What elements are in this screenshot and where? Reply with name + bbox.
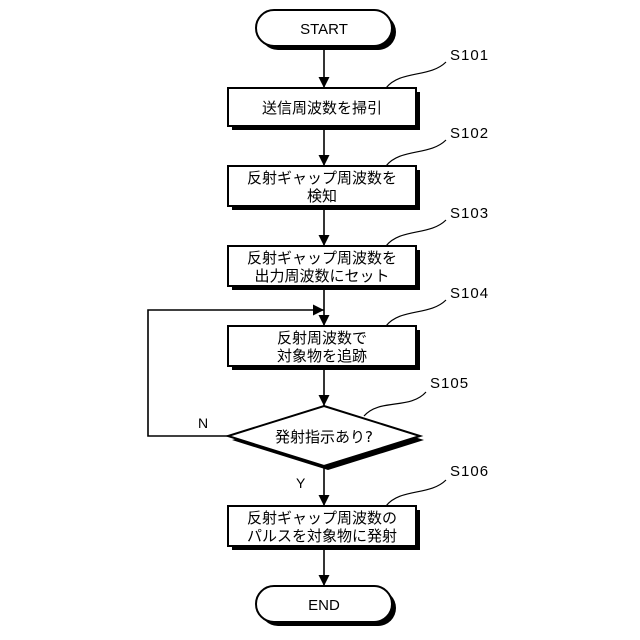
leader-s105 — [364, 392, 426, 416]
step-s101-text: 送信周波数を掃引 — [262, 99, 382, 117]
ref-s102: S102 — [450, 125, 489, 142]
leader-s102 — [386, 140, 446, 166]
step-s102-line2: 検知 — [307, 187, 337, 205]
process-step-s103: 反射ギャップ周波数を 出力周波数にセット — [228, 246, 420, 290]
leader-s101 — [386, 62, 446, 88]
leader-s103 — [386, 220, 446, 246]
no-label: N — [198, 415, 208, 431]
start-terminator: START — [256, 10, 396, 50]
leader-s106 — [386, 480, 446, 506]
process-step-s104: 反射周波数で 対象物を追跡 — [228, 326, 420, 370]
ref-s105: S105 — [430, 375, 469, 392]
end-label: END — [308, 597, 340, 614]
ref-s101: S101 — [450, 47, 489, 64]
step-s103-line1: 反射ギャップ周波数を — [247, 249, 397, 267]
yes-label: Y — [296, 475, 306, 491]
ref-s103: S103 — [450, 205, 489, 222]
process-step-s102: 反射ギャップ周波数を 検知 — [228, 166, 420, 210]
end-terminator: END — [256, 586, 396, 626]
process-step-s106: 反射ギャップ周波数の パルスを対象物に発射 — [228, 506, 420, 550]
step-s102-line1: 反射ギャップ周波数を — [247, 169, 397, 187]
step-s103-line2: 出力周波数にセット — [254, 267, 389, 285]
step-s104-line1: 反射周波数で — [277, 329, 367, 347]
decision-s105-text: 発射指示あり? — [275, 428, 373, 446]
step-s104-line2: 対象物を追跡 — [277, 347, 367, 365]
leader-s104 — [386, 300, 446, 326]
step-s106-line1: 反射ギャップ周波数の — [247, 509, 397, 527]
ref-s106: S106 — [450, 463, 489, 480]
process-step-s101: 送信周波数を掃引 — [228, 88, 420, 130]
step-s106-line2: パルスを対象物に発射 — [247, 527, 397, 545]
start-label: START — [300, 21, 348, 38]
decision-s105: 発射指示あり? — [228, 406, 424, 470]
ref-s104: S104 — [450, 285, 489, 302]
